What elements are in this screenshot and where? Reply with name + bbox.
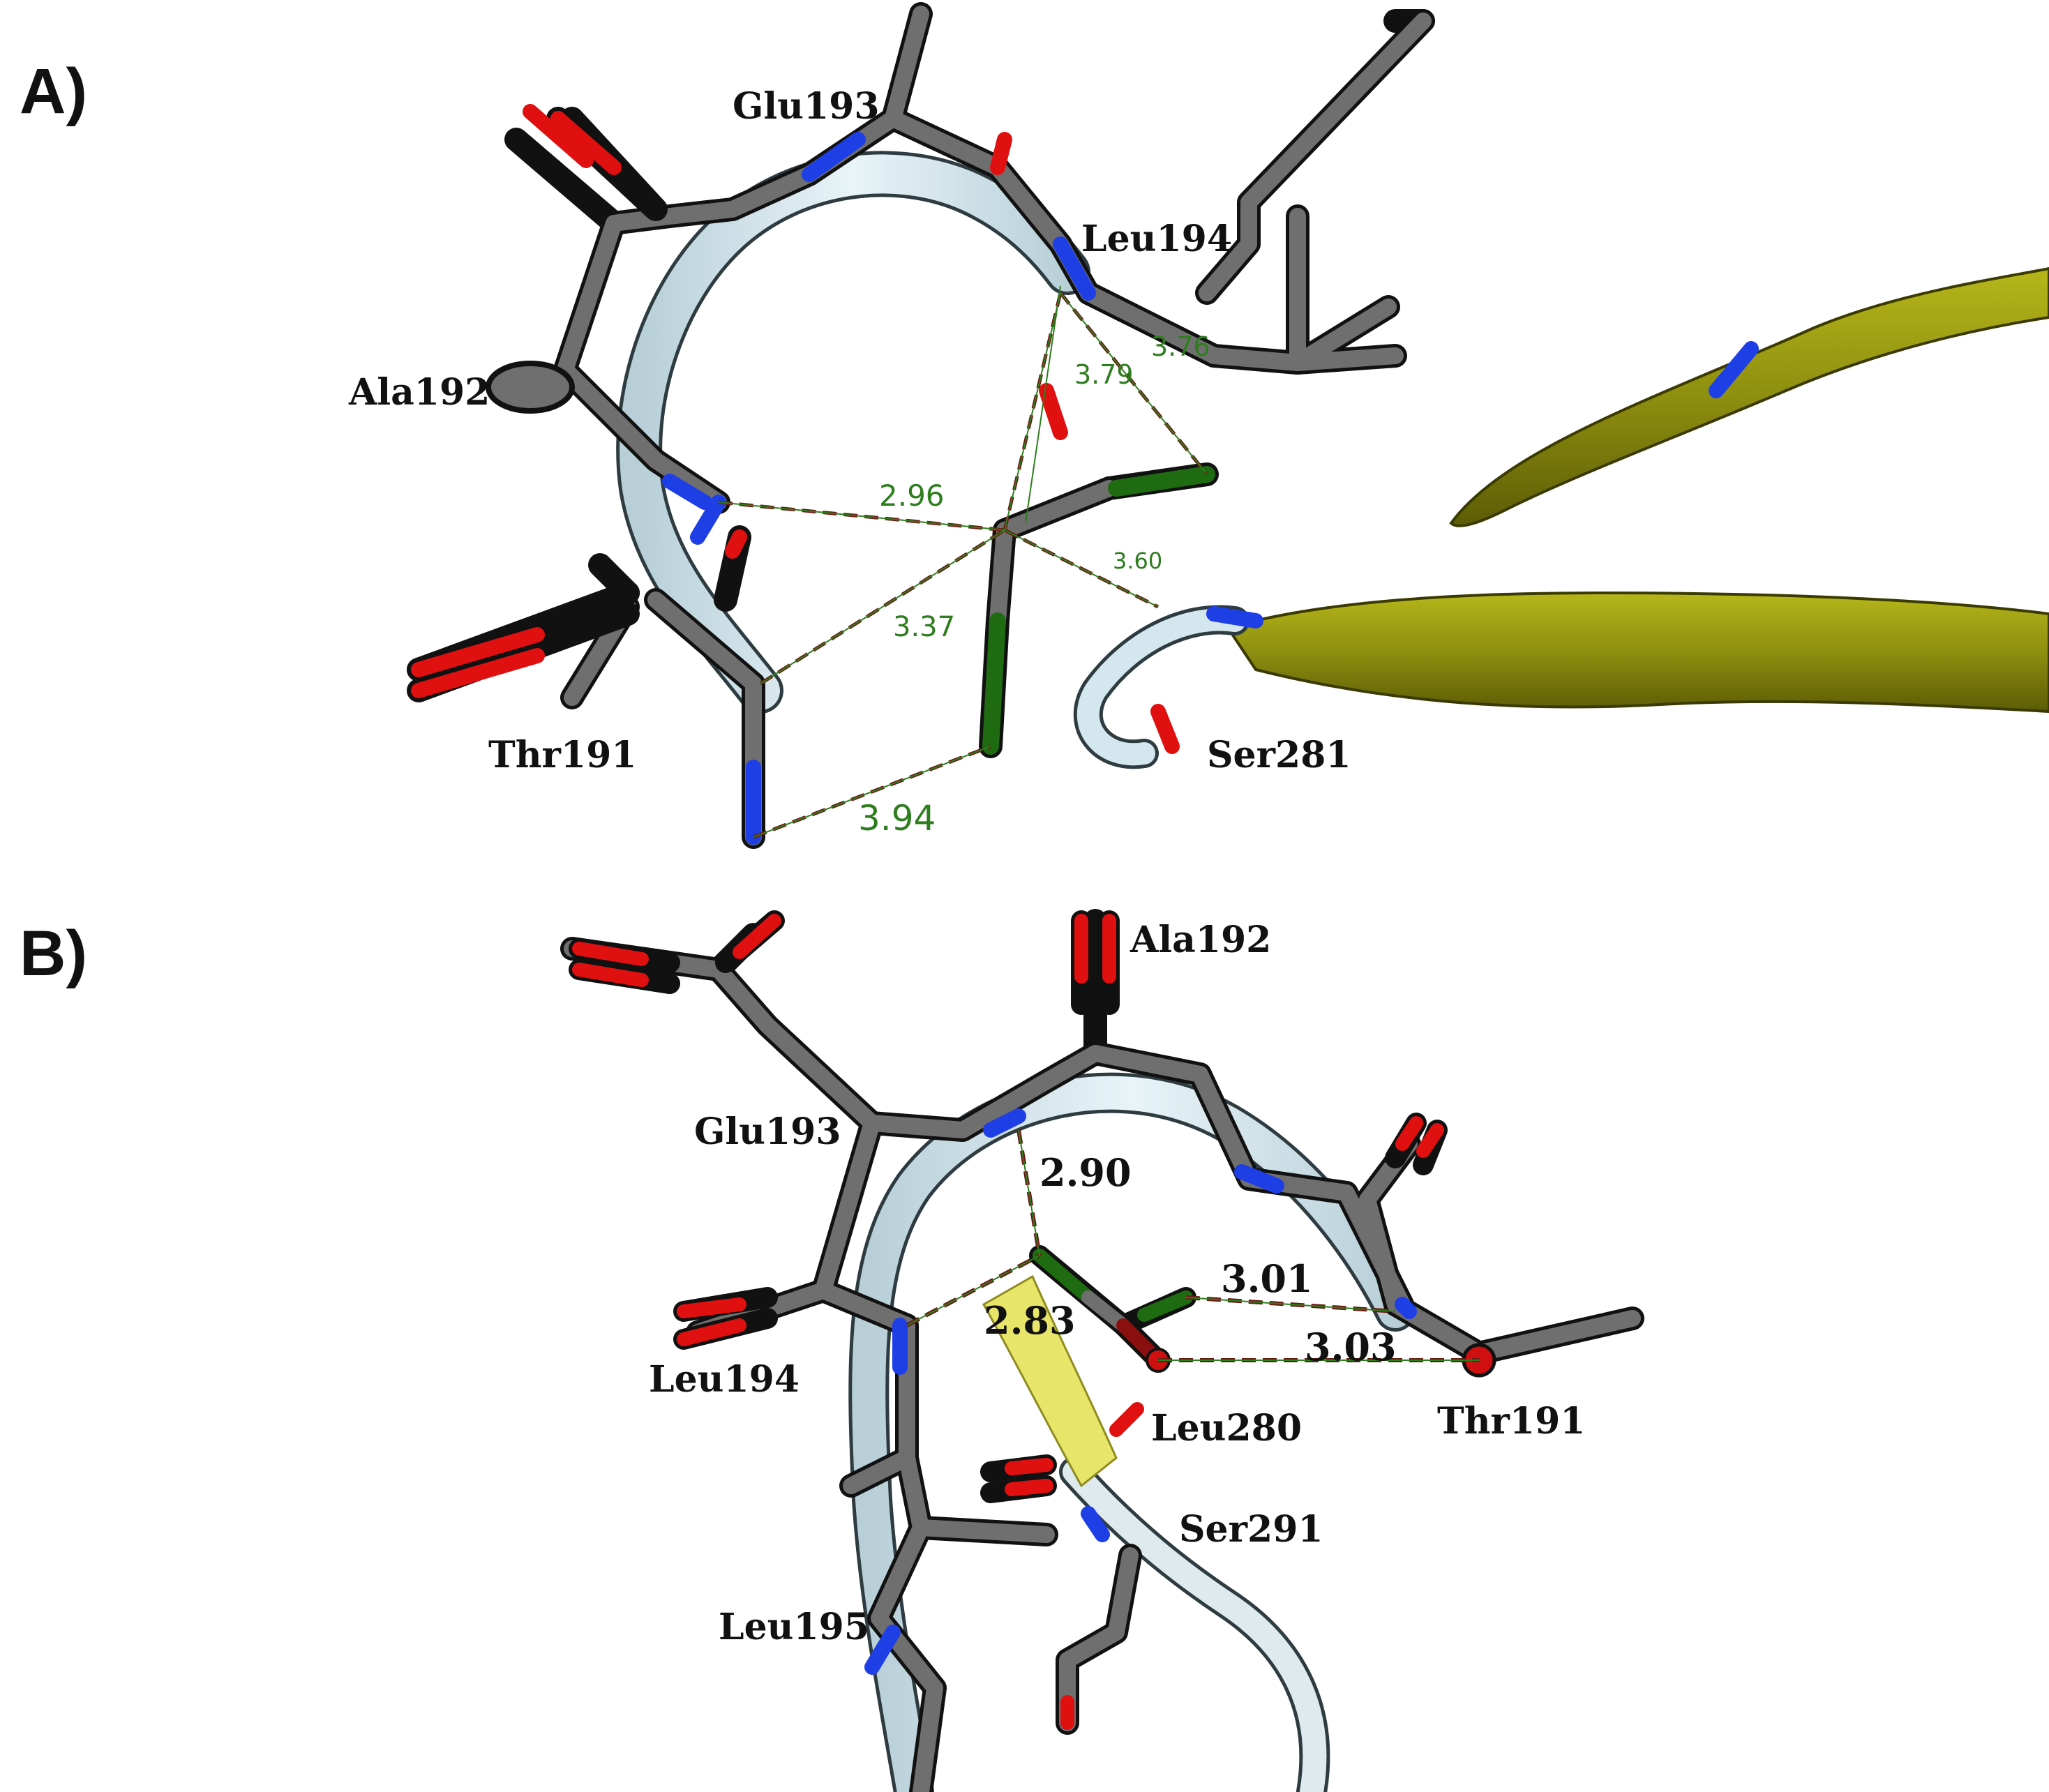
beta-strand-lower xyxy=(1225,591,2049,714)
residue-labels-a: Glu193 Leu194 Ala192 Thr191 Ser281 xyxy=(348,85,1351,776)
distance-label: 3.94 xyxy=(858,798,936,838)
distance-labels-b: 2.90 2.83 3.01 3.03 xyxy=(984,1150,1397,1369)
ligand-a xyxy=(979,462,1219,758)
distance-label: 3.76 xyxy=(1151,331,1210,362)
residue-label: Leu194 xyxy=(1081,218,1232,260)
panel-b-label: B) xyxy=(20,918,87,989)
stick-model-b xyxy=(560,909,1644,1792)
residue-label: Leu194 xyxy=(649,1358,800,1401)
distance-label: 2.83 xyxy=(984,1298,1076,1343)
distance-label: 3.37 xyxy=(893,611,955,643)
residue-label: Ala192 xyxy=(1129,919,1271,961)
residue-label: Ser291 xyxy=(1179,1508,1323,1551)
residue-label: Leu280 xyxy=(1151,1407,1302,1450)
distance-label: 3.01 xyxy=(1221,1256,1313,1301)
distance-label: 3.03 xyxy=(1305,1325,1397,1369)
residue-labels-b: Ala192 Glu193 Leu194 Leu280 Thr191 Ser29… xyxy=(649,919,1585,1648)
residue-label: Ala192 xyxy=(348,371,490,414)
residue-label: Glu193 xyxy=(733,85,880,128)
contact-lines-a xyxy=(718,285,1208,839)
residue-label: Thr191 xyxy=(488,734,636,776)
residue-label: Glu193 xyxy=(694,1110,841,1153)
contact-lines-b xyxy=(906,1129,1479,1362)
distance-label: 2.96 xyxy=(879,479,945,513)
residue-label: Ser281 xyxy=(1207,734,1351,776)
beta-strand-upper xyxy=(1449,266,2049,527)
residue-label: Leu195 xyxy=(719,1606,869,1648)
panel-a: A) xyxy=(20,2,2049,849)
distance-label: 3.79 xyxy=(1074,359,1134,390)
distance-labels-a: 2.96 3.37 3.94 3.79 3.76 3.60 xyxy=(858,331,1210,838)
panel-a-label: A) xyxy=(20,56,87,127)
residue-label: Thr191 xyxy=(1437,1400,1585,1443)
panel-b: B) xyxy=(20,909,1644,1792)
distance-label: 2.90 xyxy=(1039,1150,1132,1195)
loop-ribbon-a xyxy=(616,151,1249,769)
distance-label: 3.60 xyxy=(1113,548,1162,574)
beta-strand-b xyxy=(982,1274,1118,1488)
stick-model-a xyxy=(407,2,1759,849)
